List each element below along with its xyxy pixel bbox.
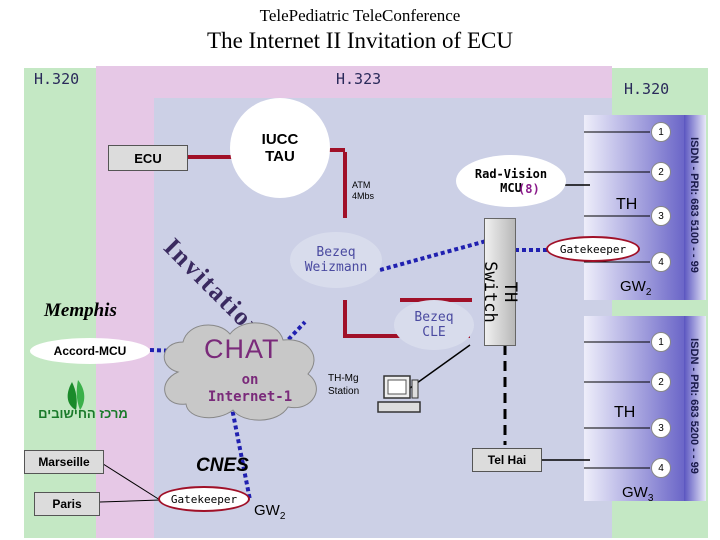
- upper-port-3: 3: [651, 206, 671, 226]
- radvision-count: (8): [518, 182, 540, 196]
- th-switch-label: TH Switch: [480, 261, 520, 323]
- radvision-label: Rad-Vision MCU: [474, 167, 548, 195]
- chat-cloud: [163, 322, 317, 421]
- gw-upper-text: GW: [620, 278, 646, 295]
- isdn-bar-lower: [684, 316, 706, 501]
- gatekeeper-bottom-node: Gatekeeper: [158, 486, 250, 512]
- gatekeeper-upper-node: Gatekeeper: [546, 236, 640, 262]
- radvision-mcu-node: Rad-Vision MCU: [456, 155, 566, 207]
- upper-port-1: 1: [651, 122, 671, 142]
- h323-label: H.323: [336, 70, 382, 88]
- th-switch-box: [484, 218, 516, 346]
- gw-lower-text: GW: [622, 484, 648, 501]
- accord-mcu-node: Accord-MCU: [30, 338, 150, 364]
- chat-sub-label: on Internet-1: [207, 372, 293, 405]
- memphis-label: Memphis: [44, 300, 117, 321]
- computer-icon: [377, 375, 421, 413]
- h320-right-label: H.320: [624, 80, 670, 98]
- th-lower-label: TH: [614, 404, 636, 421]
- lower-port-1: 1: [651, 332, 671, 352]
- upper-port-4: 4: [651, 252, 671, 272]
- title-line-2: The Internet II Invitation of ECU: [207, 28, 513, 53]
- logo-text: מרכז החישובים: [38, 406, 128, 421]
- gw-bottom-label: GW2: [254, 502, 285, 522]
- upper-port-2: 2: [651, 162, 671, 182]
- title-line-1: TelePediatric TeleConference: [259, 6, 461, 25]
- bezeq-cle-node: Bezeq CLE: [394, 300, 474, 350]
- iucc-tau-node: IUCC TAU: [230, 98, 330, 198]
- gw-upper-label: GW2: [620, 278, 651, 298]
- atm-label: ATM 4Mbs: [352, 180, 375, 201]
- paris-box: Paris: [34, 492, 100, 516]
- cnes-label: CNES: [196, 455, 249, 476]
- isdn-lower-label: ISDN - PRI: 683 5200 - - 99: [688, 338, 700, 474]
- lower-port-2: 2: [651, 372, 671, 392]
- thmg-station-label: TH-Mg Station: [328, 373, 360, 397]
- marseille-box: Marseille: [24, 450, 104, 474]
- chat-label: CHAT: [204, 334, 280, 364]
- isdn-upper-label: ISDN - PRI: 683 5100 - - 99: [688, 137, 700, 273]
- h320-left-label: H.320: [34, 70, 80, 88]
- gw-upper-sub: 2: [645, 287, 652, 298]
- th-upper-label: TH: [616, 196, 638, 213]
- gw-bottom-text: GW: [254, 502, 280, 519]
- bezeq-weizmann-node: Bezeq Weizmann: [290, 232, 382, 288]
- computing-center-logo: [67, 380, 85, 410]
- gw-lower-sub: 3: [647, 493, 654, 504]
- lower-port-3: 3: [651, 418, 671, 438]
- ecu-box: ECU: [108, 145, 188, 171]
- gw-bottom-sub: 2: [279, 511, 286, 522]
- lower-port-4: 4: [651, 458, 671, 478]
- gw-lower-label: GW3: [622, 484, 653, 504]
- tel-hai-box: Tel Hai: [472, 448, 542, 472]
- isdn-bar-upper: [684, 115, 706, 300]
